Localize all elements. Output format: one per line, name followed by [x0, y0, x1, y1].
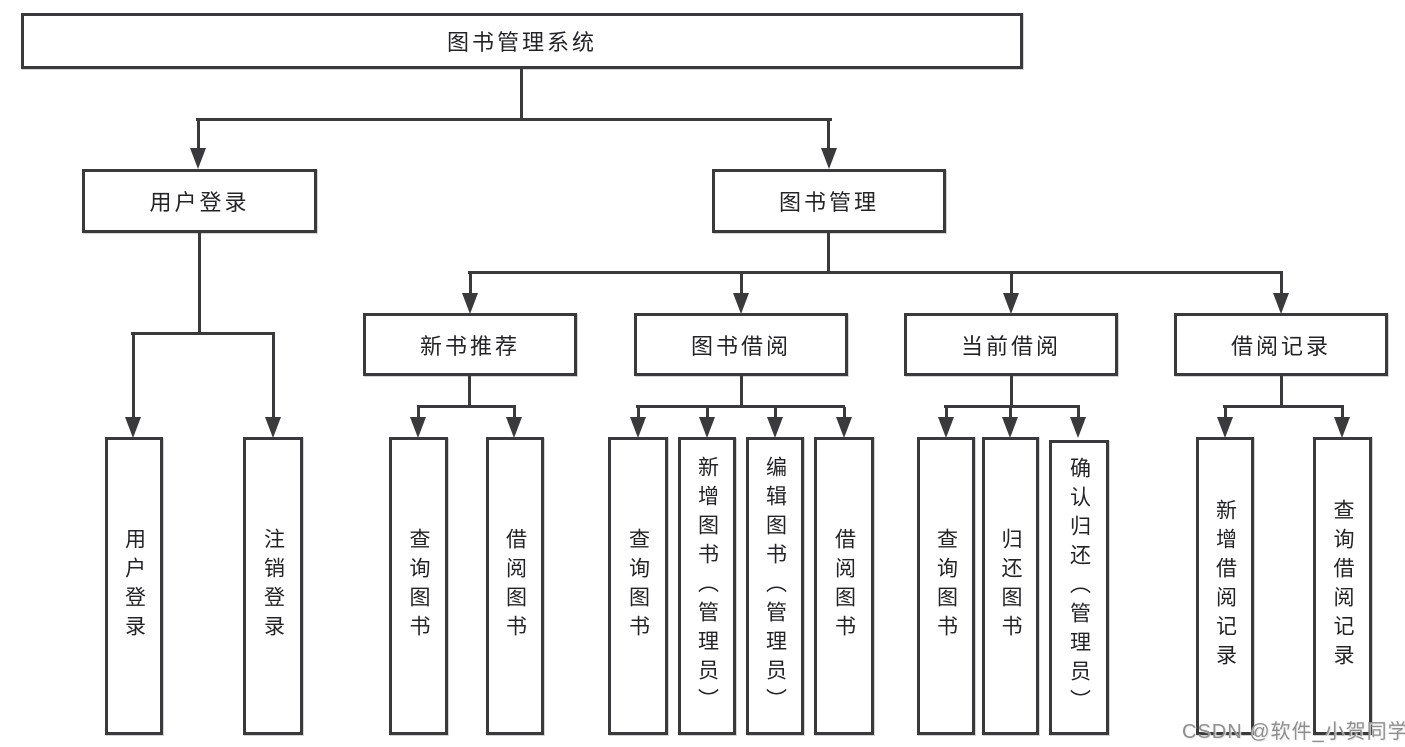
arrow-down-icon	[1002, 417, 1018, 438]
node-library-system: 图书管理系统	[21, 13, 1023, 69]
connector-line	[827, 233, 830, 274]
leaf-br-query-record: 查询借阅记录	[1313, 437, 1372, 735]
connector-line	[1009, 407, 1012, 420]
arrow-down-icon	[1273, 293, 1289, 314]
connector-line	[132, 334, 135, 419]
arrow-down-icon	[1334, 417, 1350, 438]
leaf-logout-login: 注销登录	[243, 437, 303, 735]
connector-line	[1223, 405, 1344, 408]
connector-line	[272, 334, 275, 419]
arrow-down-icon	[733, 293, 749, 314]
node-new-book-recommend: 新书推荐	[363, 313, 577, 376]
arrow-down-icon	[821, 148, 837, 169]
connector-line	[1010, 273, 1013, 295]
node-label: 查询借阅记录	[1331, 499, 1354, 673]
csdn-watermark: CSDN @软件_小贺同学	[1182, 721, 1405, 743]
node-label: 用户登录	[122, 528, 146, 644]
node-label: 借阅图书	[503, 528, 527, 644]
node-user-login: 用户登录	[82, 169, 317, 233]
connector-line	[1341, 407, 1344, 420]
node-label: 查询图书	[626, 528, 650, 644]
node-label: 注销登录	[261, 528, 285, 644]
connector-line	[468, 376, 471, 407]
leaf-bb-query-book: 查询图书	[608, 437, 668, 735]
node-label: 图书借阅	[690, 333, 791, 359]
arrow-down-icon	[767, 417, 783, 438]
arrow-down-icon	[699, 417, 715, 438]
connector-line	[520, 69, 523, 120]
arrow-down-icon	[1070, 417, 1086, 438]
leaf-br-add-record: 新增借阅记录	[1196, 437, 1254, 735]
leaf-bb-edit-book-admin: 编辑图书（管理员）	[746, 437, 804, 735]
arrow-down-icon	[462, 293, 478, 314]
arrow-down-icon	[506, 417, 522, 438]
connector-line	[774, 407, 777, 420]
connector-line	[417, 405, 516, 408]
leaf-bb-add-book-admin: 新增图书（管理员）	[678, 437, 736, 735]
node-book-borrowing: 图书借阅	[634, 313, 848, 376]
connector-line	[417, 407, 420, 420]
connector-line	[636, 405, 845, 408]
node-label: 查询图书	[934, 528, 958, 644]
node-label: 图书管理	[778, 190, 879, 215]
connector-line	[197, 120, 200, 151]
connector-line	[198, 233, 201, 334]
node-label: 归还图书	[999, 528, 1022, 644]
connector-line	[945, 407, 948, 420]
node-label: 借阅记录	[1230, 333, 1331, 359]
arrow-down-icon	[190, 148, 206, 169]
connector-line	[944, 405, 1080, 408]
connector-line	[196, 118, 832, 121]
connector-line	[131, 332, 275, 335]
connector-line	[1224, 407, 1227, 420]
leaf-bb-borrow-book: 借阅图书	[814, 437, 874, 735]
leaf-user-login: 用户登录	[105, 437, 163, 735]
node-label: 确认归还（管理员）	[1067, 457, 1091, 718]
arrow-down-icon	[265, 417, 281, 438]
node-label: 新增图书（管理员）	[695, 455, 719, 717]
connector-line	[637, 407, 640, 420]
connector-line	[843, 407, 846, 420]
node-label: 当前借阅	[960, 333, 1061, 359]
connector-line	[468, 271, 1283, 274]
arrow-down-icon	[1003, 293, 1019, 314]
connector-line	[740, 273, 743, 295]
node-label: 新增借阅记录	[1213, 499, 1237, 673]
leaf-cb-query-book: 查询图书	[917, 437, 975, 735]
node-label: 借阅图书	[832, 528, 856, 644]
node-borrowing-records: 借阅记录	[1174, 313, 1388, 376]
connector-line	[1010, 376, 1013, 407]
arrow-down-icon	[630, 417, 646, 438]
connector-line	[513, 407, 516, 420]
leaf-cb-return-book: 归还图书	[982, 437, 1039, 735]
connector-line	[1280, 376, 1283, 407]
connector-line	[827, 120, 830, 151]
node-book-management: 图书管理	[712, 169, 946, 233]
node-label: 用户登录	[149, 190, 250, 215]
node-label: 图书管理系统	[446, 30, 597, 55]
connector-line	[706, 407, 709, 420]
node-label: 查询图书	[407, 528, 430, 644]
arrow-down-icon	[1217, 417, 1233, 438]
arrow-down-icon	[125, 417, 141, 438]
leaf-cb-confirm-return-admin: 确认归还（管理员）	[1049, 440, 1109, 735]
arrow-down-icon	[938, 417, 954, 438]
connector-line	[1280, 273, 1283, 295]
leaf-rec-query-book: 查询图书	[389, 437, 448, 735]
connector-line	[469, 273, 472, 295]
arrow-down-icon	[410, 417, 426, 438]
leaf-rec-borrow-book: 借阅图书	[486, 437, 544, 735]
connector-line	[1077, 407, 1080, 420]
node-label: 新书推荐	[419, 333, 520, 359]
connector-line	[740, 376, 743, 407]
node-current-borrowing: 当前借阅	[904, 313, 1118, 376]
node-label: 编辑图书（管理员）	[763, 455, 787, 717]
arrow-down-icon	[836, 417, 852, 438]
